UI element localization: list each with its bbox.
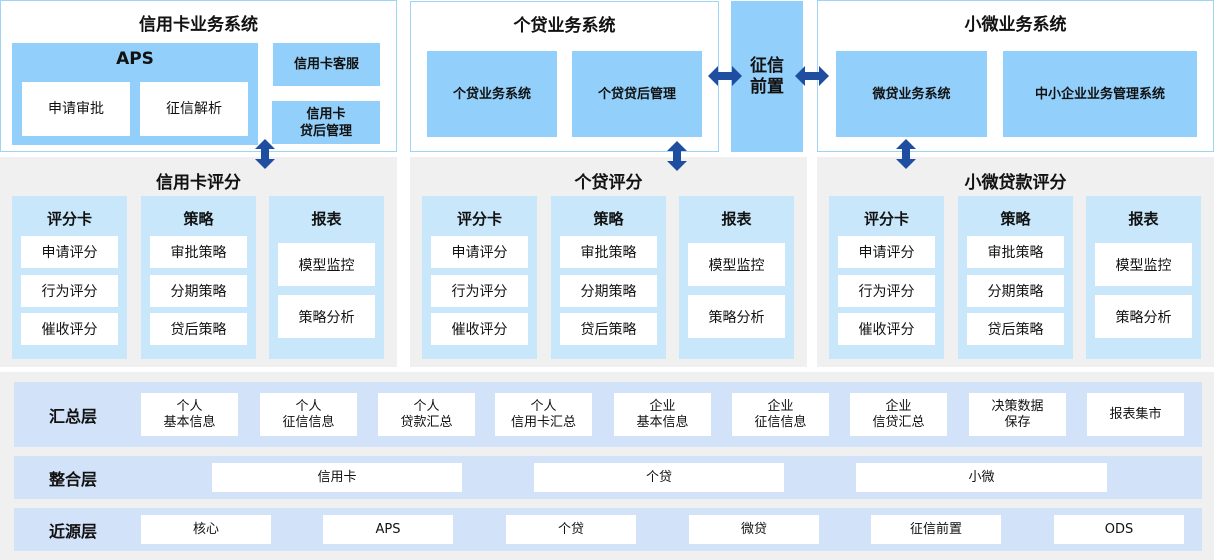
summary-item: 企业 基本信息	[614, 393, 711, 436]
integration-item: 个贷	[534, 463, 784, 492]
report-column-title: 报表	[311, 210, 342, 228]
credit-card-scoring-title: 信用卡评分	[156, 173, 241, 193]
micro-business-system-title: 小微业务系统	[964, 15, 1067, 35]
aps-box: APS 申请审批 征信解析	[12, 43, 258, 145]
scorecard-column-title: 评分卡	[456, 210, 502, 228]
summary-item: 个人 信用卡汇总	[495, 393, 592, 436]
strategy-item: 审批策略	[150, 236, 247, 268]
vertical-bidirectional-arrow-icon	[896, 139, 916, 169]
summary-item: 个人 基本信息	[141, 393, 238, 436]
report-item: 模型监控	[278, 243, 375, 286]
integration-item: 小微	[856, 463, 1107, 492]
summary-layer-label: 汇总层	[48, 406, 97, 426]
personal-loan-scoring-panel: 个贷评分 评分卡 申请评分 行为评分 催收评分 策略 审批策略 分期策略 贷后策…	[410, 157, 807, 367]
scorecard-column-title: 评分卡	[46, 210, 92, 228]
strategy-column: 策略 审批策略 分期策略 贷后策略	[958, 196, 1073, 359]
credit-card-post-loan-box: 信用卡 贷后管理	[272, 101, 380, 144]
scorecard-item: 行为评分	[21, 275, 118, 307]
strategy-column: 策略 审批策略 分期策略 贷后策略	[551, 196, 666, 359]
scorecard-item: 行为评分	[838, 275, 935, 307]
credit-card-business-system-panel: 信用卡业务系统 APS 申请审批 征信解析 信用卡客服 信用卡 贷后管理	[0, 0, 397, 152]
scorecard-item: 行为评分	[431, 275, 528, 307]
vertical-bidirectional-arrow-icon	[667, 141, 687, 171]
scorecard-column: 评分卡 申请评分 行为评分 催收评分	[422, 196, 537, 359]
report-item: 模型监控	[688, 243, 785, 286]
report-item: 策略分析	[278, 295, 375, 338]
aps-title: APS	[116, 49, 154, 69]
report-item: 策略分析	[688, 295, 785, 338]
report-item: 策略分析	[1095, 295, 1192, 338]
source-item: 个贷	[506, 515, 636, 544]
strategy-item: 审批策略	[560, 236, 657, 268]
strategy-column-title: 策略	[1000, 210, 1031, 228]
scorecard-item: 催收评分	[838, 313, 935, 345]
scorecard-item: 申请评分	[431, 236, 528, 268]
summary-item: 企业 信贷汇总	[850, 393, 947, 436]
strategy-item: 贷后策略	[150, 313, 247, 345]
personal-loan-post-loan-box: 个贷贷后管理	[572, 51, 702, 137]
micro-business-system-panel: 小微业务系统 微贷业务系统 中小企业业务管理系统	[817, 0, 1214, 152]
integration-item: 信用卡	[212, 463, 462, 492]
sme-management-system-box: 中小企业业务管理系统	[1003, 51, 1197, 137]
source-item: ODS	[1054, 515, 1184, 544]
strategy-column-title: 策略	[593, 210, 624, 228]
report-column-title: 报表	[721, 210, 752, 228]
strategy-column-title: 策略	[183, 210, 214, 228]
credit-card-business-system-title: 信用卡业务系统	[139, 15, 258, 35]
strategy-item: 审批策略	[967, 236, 1064, 268]
source-item: 核心	[141, 515, 271, 544]
personal-loan-scoring-title: 个贷评分	[574, 173, 643, 193]
source-layer-label: 近源层	[48, 521, 97, 541]
personal-loan-business-system-panel: 个贷业务系统 个贷业务系统 个贷贷后管理	[410, 1, 719, 152]
summary-item: 个人 贷款汇总	[378, 393, 475, 436]
integration-layer-label: 整合层	[48, 469, 97, 489]
report-column: 报表 模型监控 策略分析	[679, 196, 794, 359]
personal-loan-business-system-title: 个贷业务系统	[513, 16, 616, 36]
strategy-item: 分期策略	[560, 275, 657, 307]
strategy-item: 分期策略	[150, 275, 247, 307]
integration-layer-row: 整合层 信用卡 个贷 小微	[14, 456, 1202, 499]
summary-layer-row: 汇总层 个人 基本信息 个人 征信信息 个人 贷款汇总 个人 信用卡汇总 企业 …	[14, 382, 1202, 447]
micro-loan-scoring-title: 小微贷款评分	[964, 173, 1067, 193]
summary-item: 企业 征信信息	[732, 393, 829, 436]
source-layer-row: 近源层 核心 APS 个贷 微贷 征信前置 ODS	[14, 508, 1202, 551]
report-column: 报表 模型监控 策略分析	[1086, 196, 1201, 359]
strategy-item: 分期策略	[967, 275, 1064, 307]
summary-item: 报表集市	[1087, 393, 1184, 436]
strategy-column: 策略 审批策略 分期策略 贷后策略	[141, 196, 256, 359]
bidirectional-arrow-icon	[708, 66, 742, 86]
scorecard-item: 申请评分	[21, 236, 118, 268]
summary-item: 个人 征信信息	[260, 393, 357, 436]
credit-frontend-box: 征信 前置	[731, 1, 803, 152]
source-item: APS	[323, 515, 453, 544]
aps-item-credit-parsing: 征信解析	[140, 82, 248, 136]
scorecard-item: 催收评分	[431, 313, 528, 345]
micro-loan-system-box: 微贷业务系统	[836, 51, 987, 137]
report-item: 模型监控	[1095, 243, 1192, 286]
summary-item: 决策数据 保存	[969, 393, 1066, 436]
credit-card-scoring-panel: 信用卡评分 评分卡 申请评分 行为评分 催收评分 策略 审批策略 分期策略 贷后…	[0, 157, 397, 367]
aps-item-application-approval: 申请审批	[22, 82, 130, 136]
strategy-item: 贷后策略	[560, 313, 657, 345]
source-item: 微贷	[689, 515, 819, 544]
scorecard-column: 评分卡 申请评分 行为评分 催收评分	[829, 196, 944, 359]
bidirectional-arrow-icon	[795, 66, 829, 86]
scorecard-column-title: 评分卡	[863, 210, 909, 228]
credit-card-service-box: 信用卡客服	[273, 43, 380, 86]
scorecard-column: 评分卡 申请评分 行为评分 催收评分	[12, 196, 127, 359]
report-column: 报表 模型监控 策略分析	[269, 196, 384, 359]
vertical-bidirectional-arrow-icon	[255, 139, 275, 169]
source-item: 征信前置	[871, 515, 1001, 544]
scorecard-item: 催收评分	[21, 313, 118, 345]
personal-loan-system-box: 个贷业务系统	[427, 51, 557, 137]
micro-loan-scoring-panel: 小微贷款评分 评分卡 申请评分 行为评分 催收评分 策略 审批策略 分期策略 贷…	[817, 157, 1214, 367]
scorecard-item: 申请评分	[838, 236, 935, 268]
data-layers-panel: 汇总层 个人 基本信息 个人 征信信息 个人 贷款汇总 个人 信用卡汇总 企业 …	[0, 372, 1214, 560]
strategy-item: 贷后策略	[967, 313, 1064, 345]
report-column-title: 报表	[1128, 210, 1159, 228]
